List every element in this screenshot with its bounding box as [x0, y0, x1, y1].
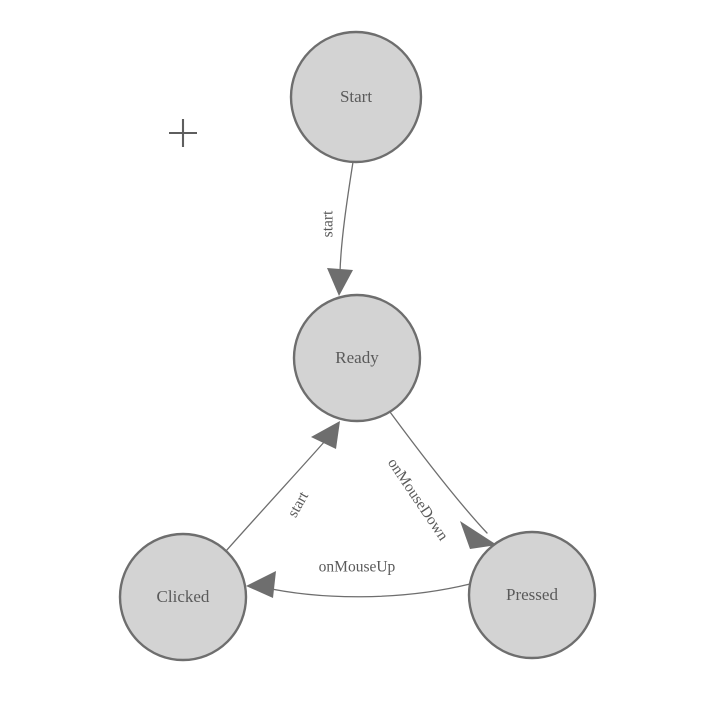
edge-ready-to-pressed[interactable]: onMouseDown	[384, 411, 497, 549]
edge-start-to-ready-label: start	[320, 210, 337, 237]
node-pressed-label: Pressed	[506, 585, 558, 604]
edge-clicked-to-ready-label: start	[284, 488, 312, 520]
edge-clicked-to-ready-arrowhead	[311, 421, 340, 449]
edge-pressed-to-clicked[interactable]: onMouseUp	[246, 559, 471, 598]
crosshair-cursor-icon	[169, 119, 197, 147]
edge-start-to-ready-line	[339, 161, 354, 273]
node-start-circle[interactable]	[289, 30, 423, 164]
node-pressed[interactable]: Pressed	[467, 530, 597, 660]
edge-pressed-to-clicked-label: onMouseUp	[319, 559, 396, 576]
edge-ready-to-pressed-line	[389, 411, 488, 534]
node-clicked-label: Clicked	[157, 587, 210, 606]
edge-start-to-ready[interactable]: start	[320, 161, 354, 296]
edge-ready-to-pressed-label: onMouseDown	[384, 455, 452, 544]
node-start[interactable]: Start	[289, 30, 423, 164]
edge-ready-to-pressed-arrowhead	[460, 521, 497, 549]
node-ready[interactable]: Ready	[292, 293, 422, 423]
edge-clicked-to-ready-line	[225, 440, 326, 552]
edge-pressed-to-clicked-line	[261, 583, 471, 598]
edge-clicked-to-ready[interactable]: start	[225, 421, 340, 552]
node-ready-label: Ready	[335, 348, 379, 367]
edge-pressed-to-clicked-arrowhead	[246, 571, 276, 598]
node-clicked[interactable]: Clicked	[118, 532, 248, 662]
node-pressed-circle[interactable]	[467, 530, 597, 660]
edge-start-to-ready-arrowhead	[327, 268, 353, 296]
node-clicked-circle[interactable]	[118, 532, 248, 662]
node-ready-circle[interactable]	[292, 293, 422, 423]
node-start-label: Start	[340, 87, 372, 106]
